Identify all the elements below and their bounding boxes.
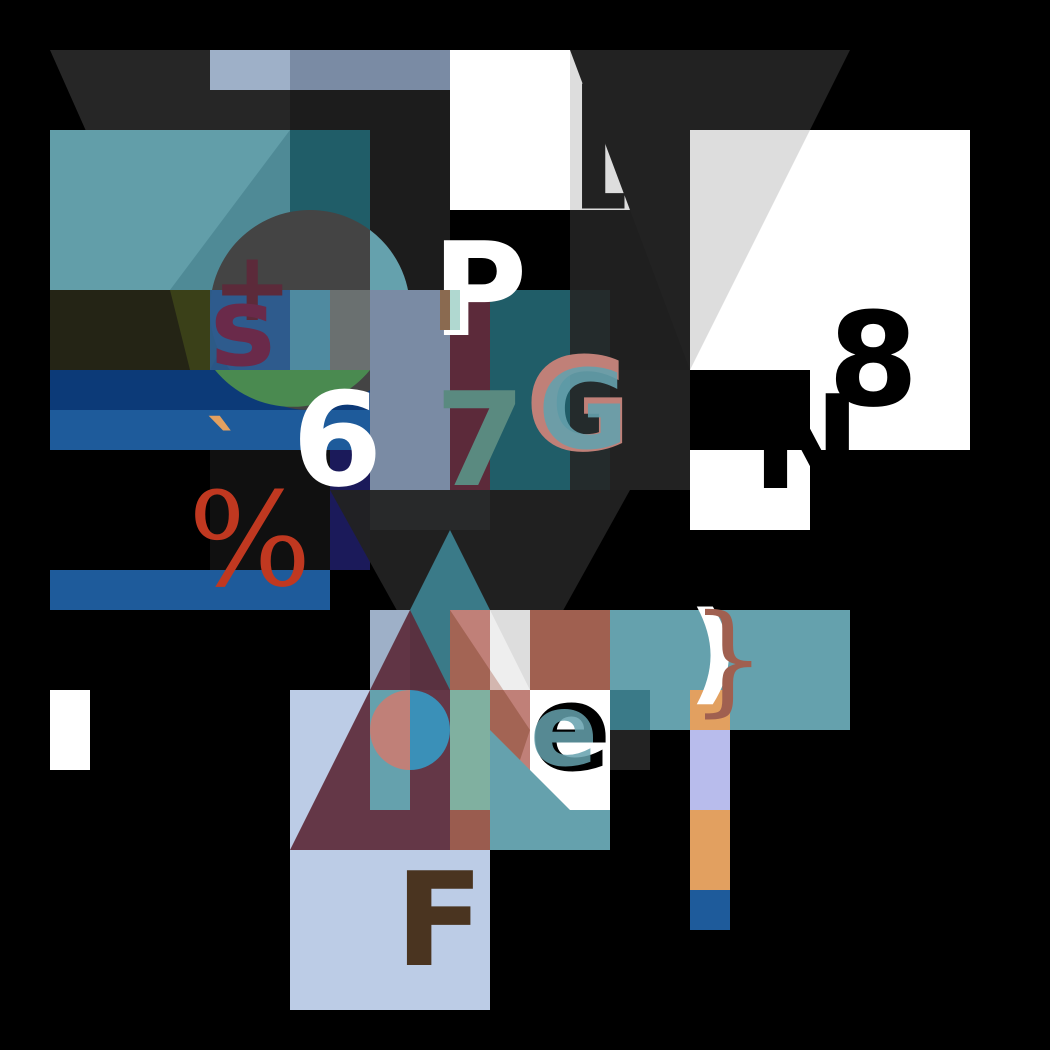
- glyph-e: e: [530, 660, 611, 799]
- p-stem-overlay: [440, 290, 450, 330]
- glyph-e-teal: e: [530, 672, 598, 789]
- glyph-g-outline: G: [525, 329, 632, 481]
- white-block-n: [690, 450, 810, 530]
- glyph-f: F: [395, 844, 484, 996]
- circle-teal-slice: [290, 290, 330, 370]
- stack-orange-top: [690, 690, 730, 730]
- stack-orange: [690, 810, 730, 890]
- glyph-six: 6: [292, 364, 382, 516]
- glyph-g-solid: G: [538, 346, 628, 474]
- white-small-block: [50, 690, 90, 770]
- stack-blue: [690, 890, 730, 930]
- blue-stripe-bottom: [50, 570, 330, 610]
- steel-strip-left: [210, 50, 290, 90]
- circle-green-arc: [215, 370, 370, 407]
- p-stem-mint: [450, 290, 460, 330]
- small-circle-left: [370, 690, 410, 770]
- small-circle-right: [410, 690, 450, 770]
- glyph-s: s: [210, 263, 275, 391]
- glyph-plus: +: [212, 231, 292, 343]
- circle-gray-slice: [330, 290, 370, 370]
- white-triangle-edge: [490, 610, 530, 690]
- glyph-seven: 7: [435, 364, 525, 516]
- dark-gray-tail: [610, 370, 690, 490]
- glyph-n: N: [752, 367, 861, 519]
- white-block-top: [450, 50, 570, 210]
- steel-strip-right: [290, 50, 450, 90]
- black-block-n: [690, 370, 810, 450]
- blue-stripe: [50, 410, 370, 450]
- mint-column: [450, 690, 490, 810]
- glyph-brace: }: [690, 590, 766, 729]
- glyph-backtick: `: [205, 406, 245, 499]
- glyph-eight: 8: [828, 284, 918, 436]
- glyph-percent: %: [188, 464, 312, 616]
- glyph-brace-white: ): [688, 588, 738, 716]
- teal-triangle-light: [50, 130, 290, 290]
- stack-lavender: [690, 730, 730, 810]
- glyph-bracket: [: [570, 61, 634, 224]
- steel-column: [370, 290, 450, 490]
- dark-cell: [610, 730, 650, 770]
- light-gray-wedge-right: [690, 130, 810, 370]
- teal-wedge-bottom: [490, 730, 610, 850]
